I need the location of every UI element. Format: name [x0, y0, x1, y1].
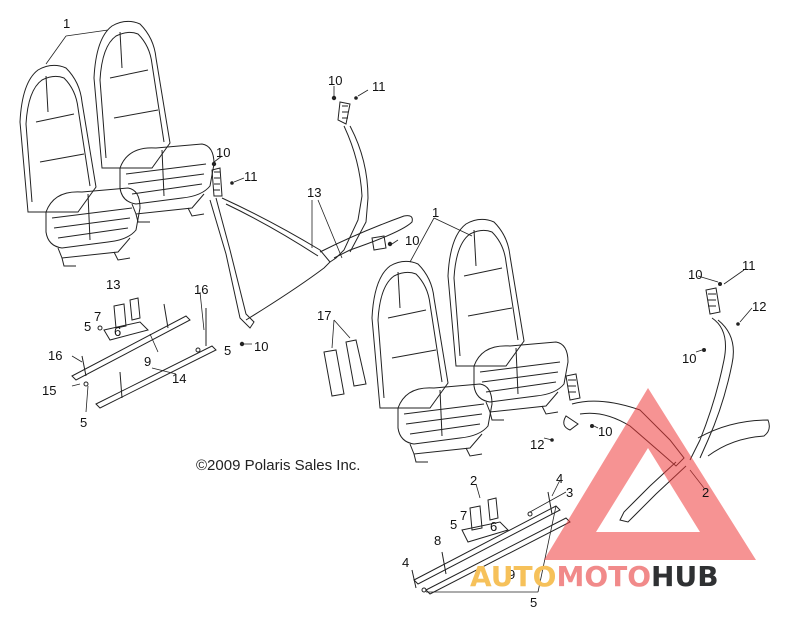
callout-label: 10 — [682, 351, 697, 366]
callout-label: 10 — [598, 424, 613, 439]
leader-lines — [45, 29, 753, 593]
watermark-part-hub: HUB — [651, 560, 719, 593]
watermark-logo — [544, 388, 756, 560]
seat-belt-left — [209, 101, 413, 329]
callout-label: 14 — [172, 371, 187, 386]
callout-label: 10 — [254, 339, 269, 354]
callout-label: 12 — [530, 437, 545, 452]
callout-label: 2 — [470, 473, 478, 488]
callout-label: 11 — [742, 258, 756, 273]
callout-label: 5 — [84, 319, 92, 334]
callout-label: 13 — [106, 277, 121, 292]
seat-pair-left — [19, 20, 215, 267]
callout-label: 8 — [434, 533, 442, 548]
callout-label: 5 — [80, 415, 88, 430]
callout-label: 6 — [114, 324, 122, 339]
callout-label: 11 — [372, 79, 386, 94]
callout-label: 4 — [402, 555, 410, 570]
callout-label: 12 — [752, 299, 767, 314]
callout-label: 10 — [688, 267, 703, 282]
callout-label: 10 — [405, 233, 420, 248]
trim-pads — [323, 339, 367, 397]
callout-label: 16 — [48, 348, 63, 363]
callout-label: 9 — [508, 567, 516, 582]
watermark-part-moto: MOTO — [556, 560, 652, 593]
callout-label: 6 — [490, 519, 498, 534]
callout-label: 7 — [94, 309, 102, 324]
callout-label: 2 — [702, 485, 710, 500]
callout-label: 9 — [144, 354, 152, 369]
hardware-fasteners — [211, 95, 740, 442]
callout-label: 4 — [556, 471, 564, 486]
callout-label: 3 — [566, 485, 574, 500]
callout-label: 10 — [328, 73, 343, 88]
watermark-part-auto: AUTO — [470, 560, 557, 593]
seat-pair-right — [371, 218, 569, 463]
callout-label: 1 — [63, 16, 71, 31]
callout-label: 5 — [530, 595, 538, 610]
copyright-notice: ©2009 Polaris Sales Inc. — [196, 457, 361, 474]
callout-label: 11 — [244, 169, 258, 184]
watermark-brand: AUTOMOTOHUB — [470, 560, 719, 593]
callout-label: 5 — [224, 343, 232, 358]
callout-label: 15 — [42, 383, 57, 398]
callout-label: 16 — [194, 282, 209, 297]
callout-label: 17 — [317, 308, 332, 323]
callout-label: 10 — [216, 145, 231, 160]
callout-label: 5 — [450, 517, 458, 532]
callout-label: 7 — [460, 508, 468, 523]
mounting-rails-left — [71, 297, 217, 409]
callout-label: 1 — [432, 205, 440, 220]
callout-label: 13 — [307, 185, 322, 200]
